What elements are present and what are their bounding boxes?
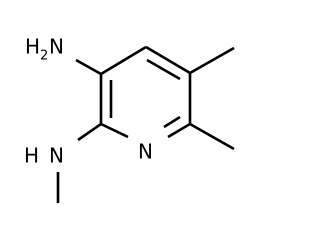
bond-c4-c5-inner xyxy=(146,58,181,81)
bond-c6-n1-outer xyxy=(167,122,191,139)
bond-c2-nh xyxy=(77,122,102,142)
atom-label-amine-subscript: 2 xyxy=(40,49,48,64)
bond-c6-n1-inner xyxy=(163,115,181,129)
bond-c6-methyl xyxy=(189,122,235,151)
atom-label-ring-n: N xyxy=(138,140,153,164)
chemical-structure-diagram: H 2 N N H N xyxy=(24,35,235,203)
atom-label-nh-h: H xyxy=(24,144,39,168)
atom-label-amine-n: N xyxy=(49,35,64,59)
bond-c3-nh2 xyxy=(75,58,102,76)
bond-c4-c5-outer xyxy=(145,45,191,75)
bond-c5-methyl xyxy=(189,46,235,75)
bond-n1-c2 xyxy=(100,122,129,139)
atom-label-amine-h: H xyxy=(25,35,40,59)
bond-c3-c4 xyxy=(100,45,147,76)
atom-label-nh-n: N xyxy=(49,144,64,168)
